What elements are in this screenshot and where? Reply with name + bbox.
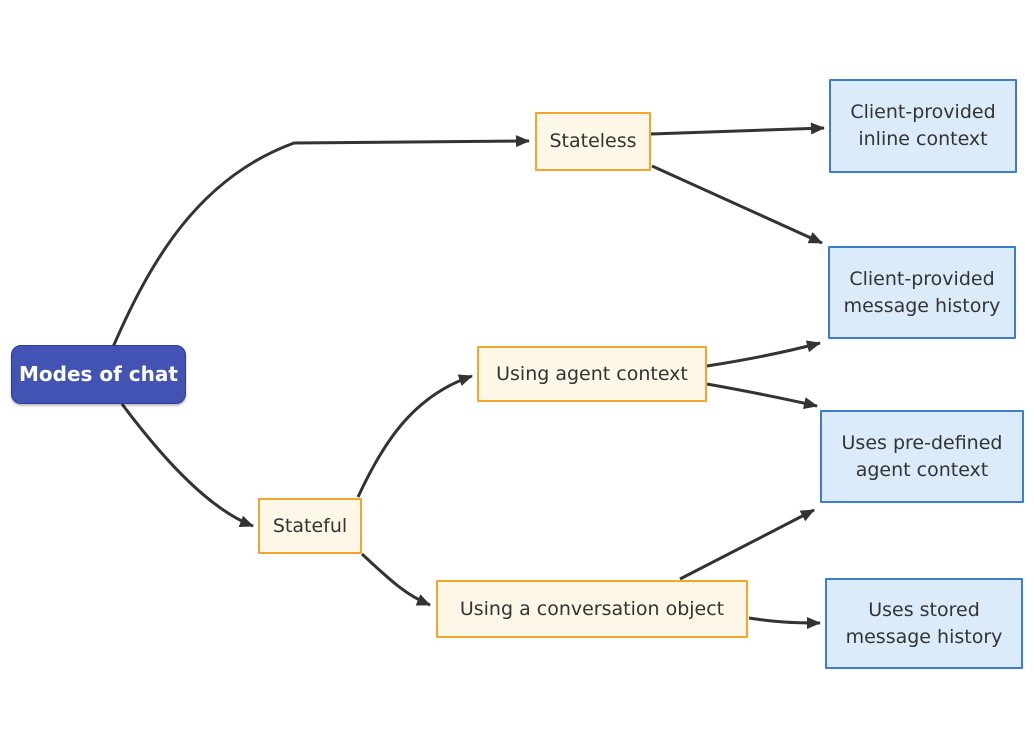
node-label: message history <box>845 625 1003 648</box>
node-label: Using a conversation object <box>459 597 725 620</box>
node-label: Uses pre-defined <box>841 431 1003 454</box>
node-stateful: Stateful <box>258 498 362 554</box>
edge-stateless-to-client-provided-inline-context <box>650 122 825 136</box>
edge-stateful-to-using-a-conversation-object <box>360 552 431 607</box>
node-stateless: Stateless <box>535 112 651 171</box>
node-uses-stored-message-history: Uses stored message history <box>825 578 1023 669</box>
edge-modes-of-chat-to-stateful <box>120 403 254 528</box>
node-label: Uses stored <box>868 598 980 621</box>
edge-using-agent-context-to-uses-pre-defined-agent-context <box>706 382 818 409</box>
node-label: Using agent context <box>496 362 688 385</box>
node-label: Stateful <box>272 514 348 537</box>
edge-stateless-to-client-provided-message-history <box>651 164 823 245</box>
node-label: Client-provided <box>849 267 995 290</box>
node-client-provided-inline-context: Client-provided inline context <box>829 79 1017 173</box>
edge-paths <box>111 122 825 629</box>
node-label: inline context <box>858 128 988 150</box>
node-label: Modes of chat <box>19 362 178 386</box>
node-label: Stateless <box>549 130 637 152</box>
node-using-agent-context: Using agent context <box>477 346 707 402</box>
node-label: agent context <box>855 458 989 481</box>
node-label: Client-provided <box>850 101 996 123</box>
node-client-provided-message-history: Client-provided message history <box>828 246 1016 339</box>
edge-using-a-conversation-object-to-uses-pre-defined-agent-context <box>679 508 815 581</box>
node-uses-pre-defined-agent-context: Uses pre-defined agent context <box>820 410 1024 503</box>
edge-using-agent-context-to-client-provided-message-history <box>706 340 821 368</box>
edge-using-a-conversation-object-to-uses-stored-message-history <box>748 616 821 629</box>
node-using-a-conversation-object: Using a conversation object <box>436 580 748 638</box>
node-modes-of-chat: Modes of chat <box>11 345 186 404</box>
edge-stateful-to-using-agent-context <box>356 374 473 498</box>
node-label: message history <box>843 294 1001 317</box>
edge-modes-of-chat-to-stateless <box>111 135 530 348</box>
